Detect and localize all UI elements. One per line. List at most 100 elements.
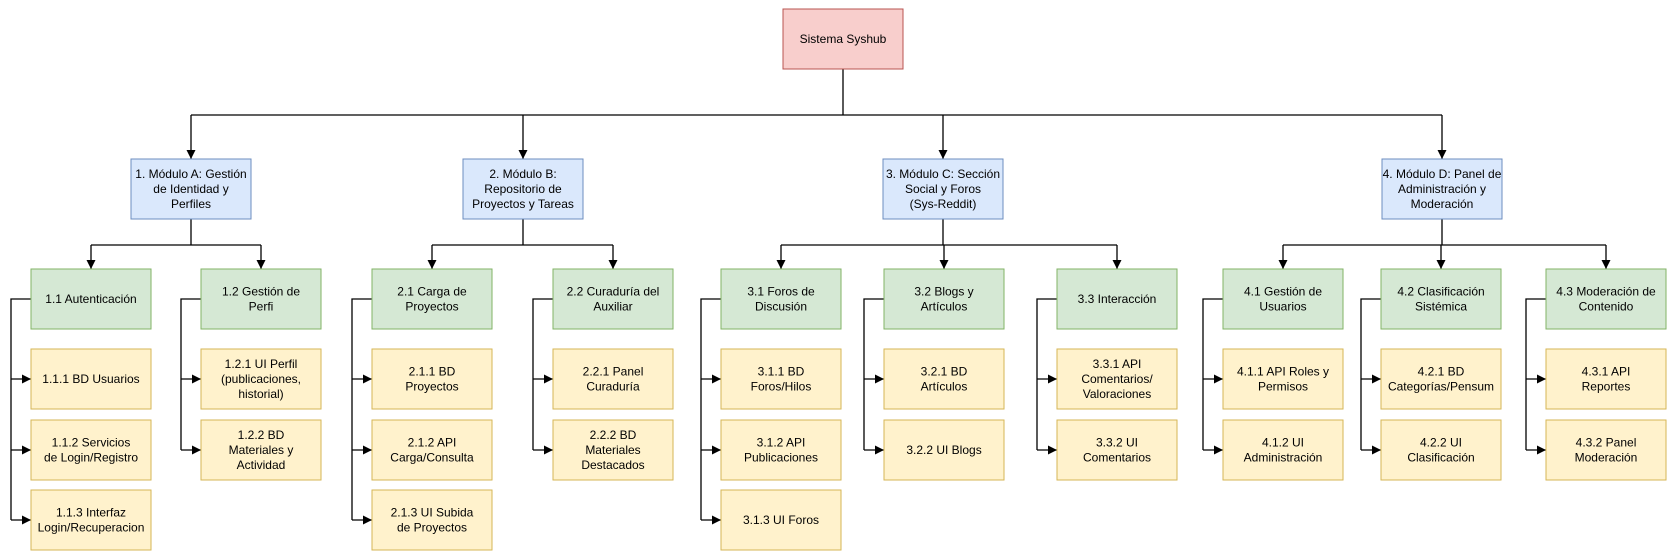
submodule-3-1-rect xyxy=(720,268,842,330)
submodule-3-1-spine-line xyxy=(700,298,721,520)
task-3-1-3[interactable]: 3.1.3 UI Foros xyxy=(720,489,842,551)
module-2-rect xyxy=(462,158,584,220)
submodule-3-3-label: 3.3 Interacción xyxy=(1078,292,1157,306)
task-2-1-2-rect xyxy=(371,419,493,481)
task-2-1-3-rect xyxy=(371,489,493,551)
task-4-3-2-rect xyxy=(1545,419,1667,481)
submodule-1-1-spine-line xyxy=(10,298,31,520)
task-1-1-1-rect xyxy=(30,348,152,410)
task-4-2-1-rect xyxy=(1380,348,1502,410)
task-2-2-2-rect xyxy=(552,419,674,481)
task-3-3-2-rect xyxy=(1056,419,1178,481)
submodule-1-1-label: 1.1 Autenticación xyxy=(45,292,136,306)
task-1-1-1-label: 1.1.1 BD Usuarios xyxy=(42,372,139,386)
task-4-2-2-rect xyxy=(1380,419,1502,481)
task-3-2-1-rect xyxy=(883,348,1005,410)
submodule-1-1-rect xyxy=(30,268,152,330)
submodule-2-1-spine-line xyxy=(351,298,372,520)
task-3-1-3-rect xyxy=(720,489,842,551)
submodule-2-2-rect xyxy=(552,268,674,330)
connector-lines xyxy=(10,69,1611,525)
root-node[interactable]: Sistema Syshub xyxy=(782,8,904,70)
submodule-3-3-spine-line xyxy=(1036,298,1057,450)
submodule-2-1-rect xyxy=(371,268,493,330)
task-1-1-1[interactable]: 1.1.1 BD Usuarios xyxy=(30,348,152,410)
submodule-4-2-spine-line xyxy=(1360,298,1381,450)
task-3-1-3-label: 3.1.3 UI Foros xyxy=(743,513,819,527)
task-1-2-1[interactable]: 1.2.1 UI Perfil(publicaciones,historial) xyxy=(200,348,322,410)
task-1-2-1-rect xyxy=(200,348,322,410)
submodule-1-2-spine-line xyxy=(180,298,201,450)
submodule-4-3-spine-line xyxy=(1525,298,1546,450)
module-1-rect xyxy=(130,158,252,220)
submodule-4-1-spine-line xyxy=(1202,298,1223,450)
task-2-1-1-rect xyxy=(371,348,493,410)
submodule-3-2-spine-line xyxy=(863,298,884,450)
task-4-3-1-rect xyxy=(1545,348,1667,410)
module-3-rect xyxy=(882,158,1004,220)
task-3-1-2-rect xyxy=(720,419,842,481)
task-3-2-2[interactable]: 3.2.2 UI Blogs xyxy=(883,419,1005,481)
submodule-4-2-rect xyxy=(1380,268,1502,330)
task-3-3-1-rect xyxy=(1056,348,1178,410)
root-node-rect xyxy=(782,8,904,70)
submodule-4-3-rect xyxy=(1545,268,1667,330)
submodule-3-3[interactable]: 3.3 Interacción xyxy=(1056,268,1178,330)
submodule-1-1[interactable]: 1.1 Autenticación xyxy=(30,268,152,330)
